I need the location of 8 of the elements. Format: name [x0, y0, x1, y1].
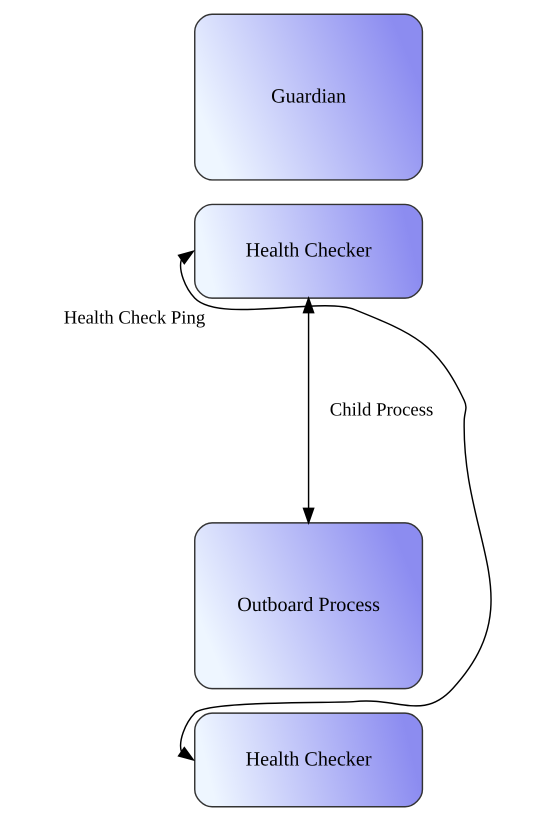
- arrow: [177, 250, 492, 762]
- node-box: Guardian: [194, 14, 424, 181]
- node-box: Health Checker: [194, 712, 424, 808]
- edge-label: Health Check Ping: [64, 307, 206, 328]
- edge-label: Child Process: [330, 399, 434, 420]
- arrow: [302, 296, 315, 525]
- node-box: Outboard Process: [194, 522, 424, 690]
- node-box: Health Checker: [194, 204, 424, 299]
